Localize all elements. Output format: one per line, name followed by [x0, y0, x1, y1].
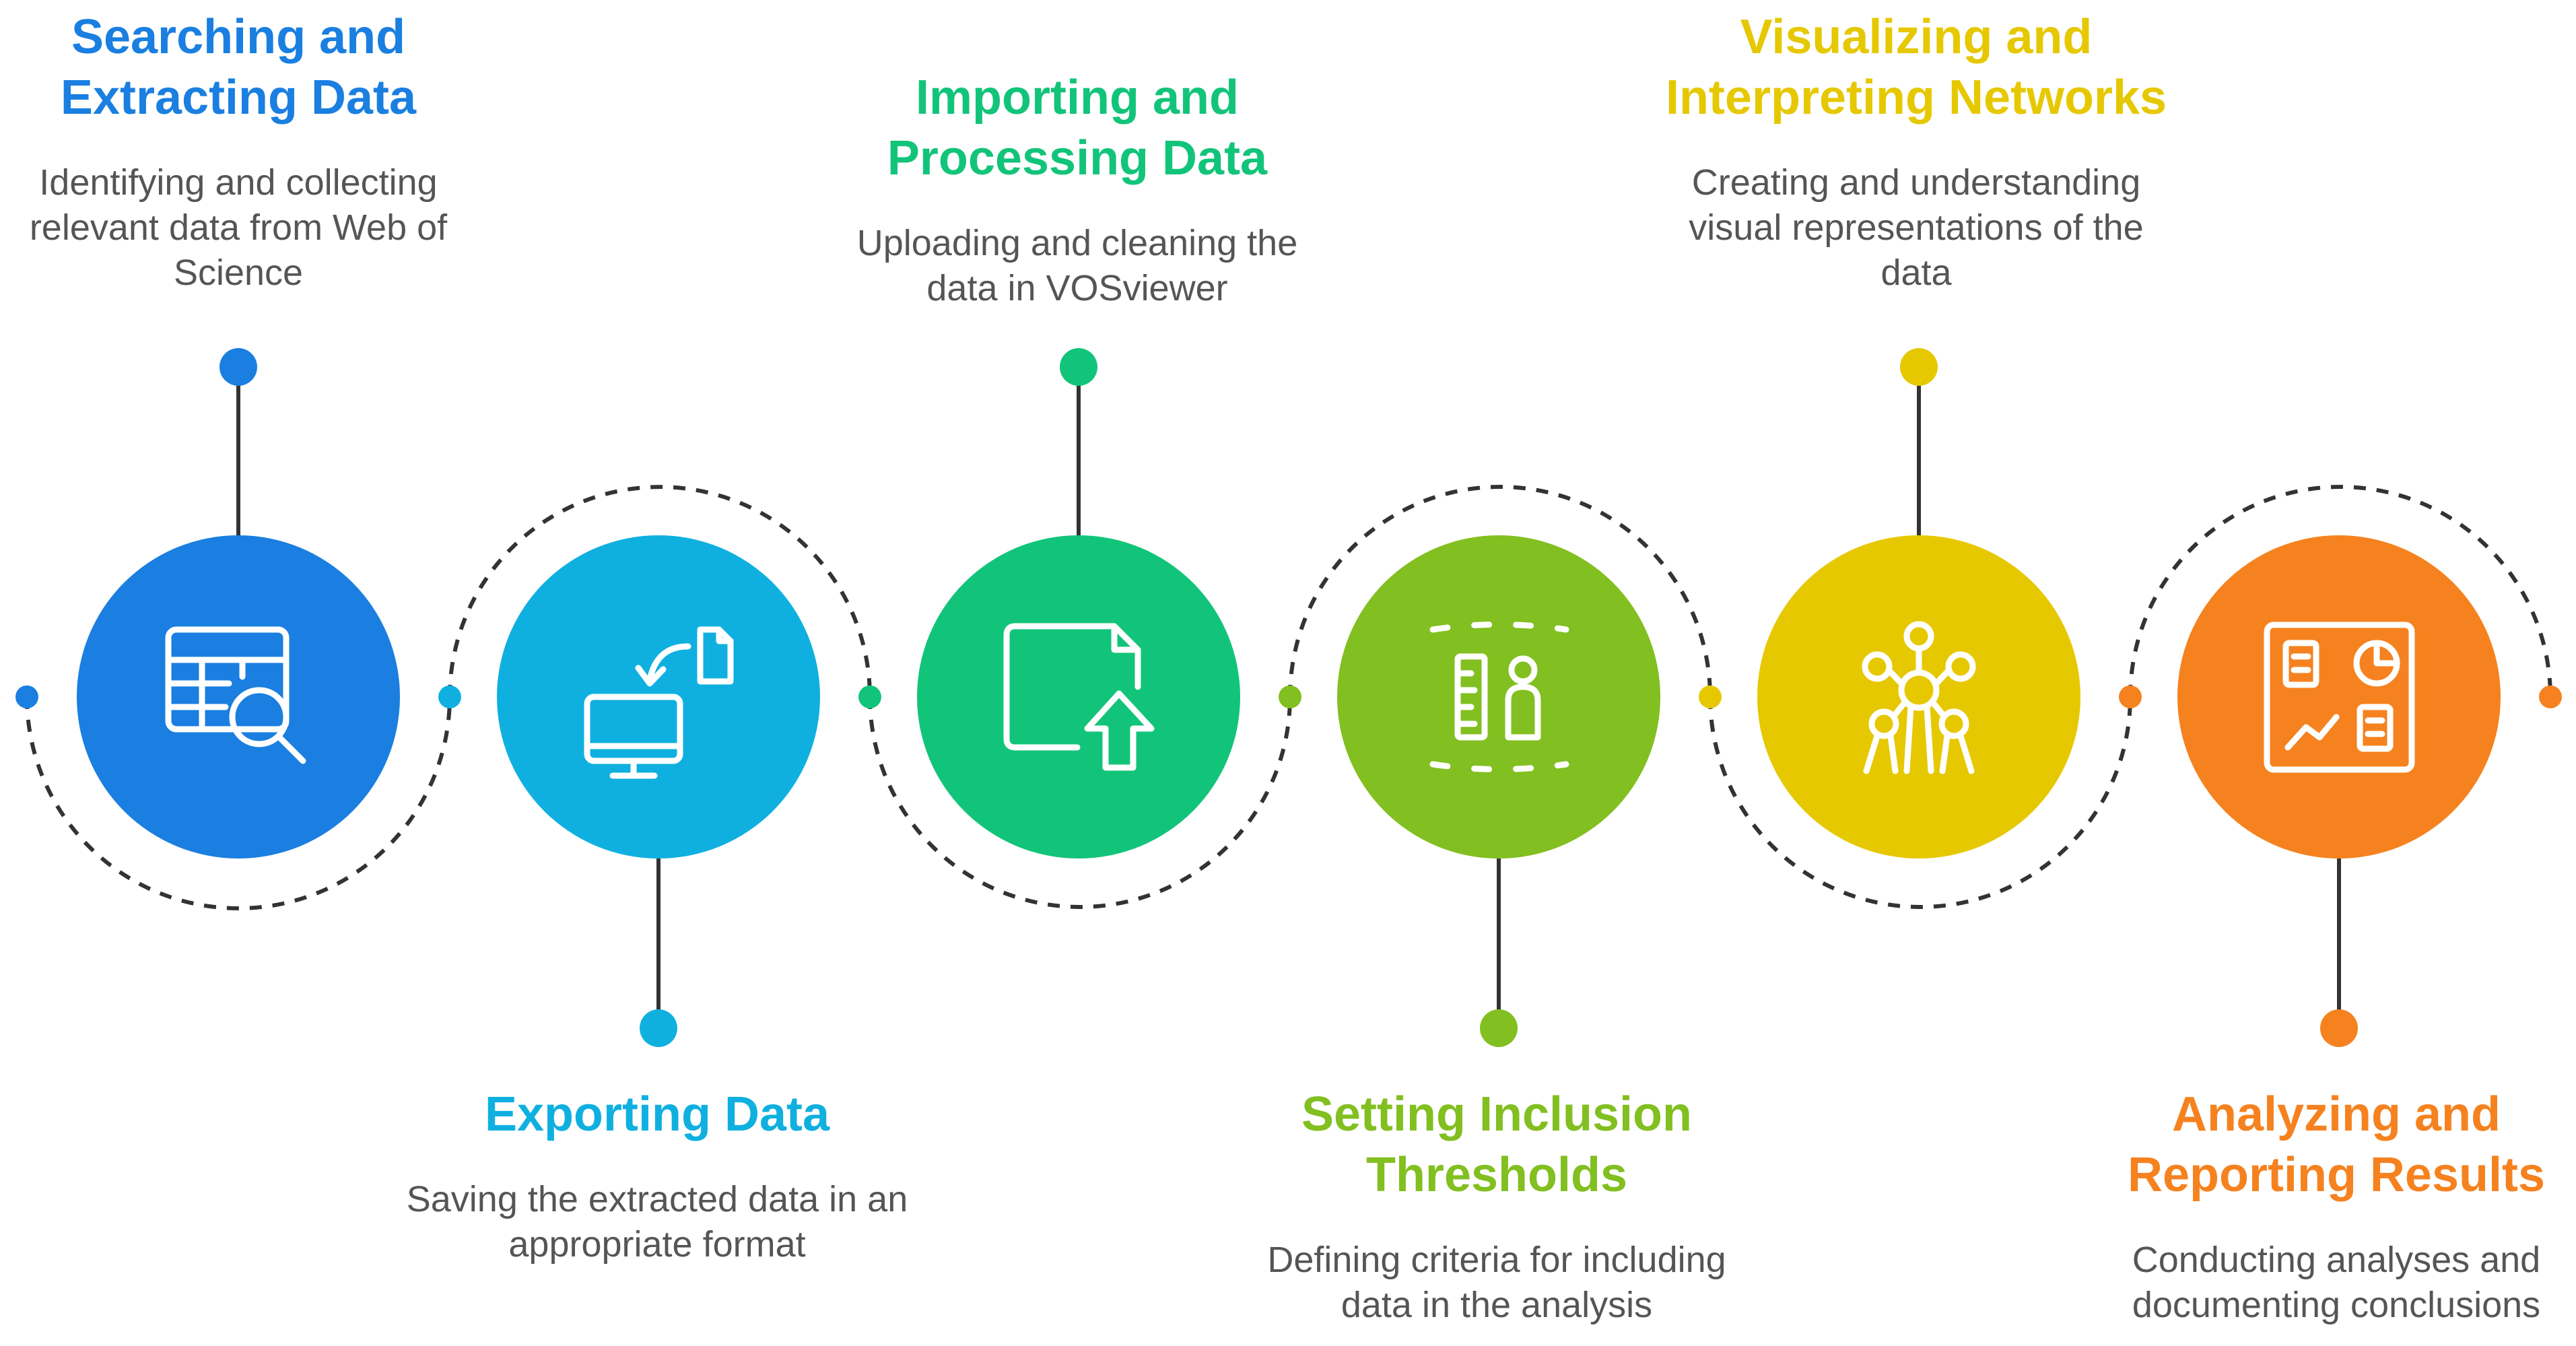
wave-arc-3 — [868, 696, 1292, 909]
stem-dot-6 — [2320, 1009, 2358, 1047]
stem-dot-1 — [219, 348, 257, 386]
wave-arc-2 — [448, 485, 872, 698]
wave-arc-1 — [25, 696, 452, 910]
step-circle-4 — [1337, 535, 1660, 859]
step-5-text: Visualizing and Interpreting Networks Cr… — [1660, 7, 2172, 296]
step-2-text: Exporting Data Saving the extracted data… — [401, 1084, 913, 1267]
table-search-icon — [165, 626, 306, 764]
step-1-text: Searching and Extracting Data Identifyin… — [0, 7, 494, 296]
wave-arc-5 — [1708, 696, 2132, 909]
step-3-text: Importing and Processing Data Uploading … — [821, 67, 1333, 311]
junction-dot-4 — [1699, 685, 1722, 708]
step-circle-3 — [917, 535, 1240, 859]
step-5-title: Visualizing and Interpreting Networks — [1665, 10, 2167, 125]
step-6-description: Conducting analyses and documenting conc… — [2132, 1240, 2541, 1325]
step-3-title: Importing and Processing Data — [887, 71, 1268, 185]
junction-dot-0 — [15, 685, 38, 708]
stem-dot-2 — [640, 1009, 677, 1047]
stem-dot-5 — [1900, 348, 1938, 386]
junction-dot-6 — [2539, 685, 2562, 708]
wave-arc-6 — [2128, 485, 2552, 698]
step-2-description: Saving the extracted data in an appropri… — [406, 1179, 908, 1265]
junction-dot-5 — [2119, 685, 2142, 708]
junction-dot-3 — [1279, 685, 1301, 708]
step-3-description: Uploading and cleaning the data in VOSvi… — [856, 223, 1298, 308]
stem-dot-3 — [1060, 348, 1097, 386]
wave-junction-dots — [15, 685, 2562, 708]
dashed-wave-connector — [25, 485, 2552, 910]
stems — [236, 367, 2341, 1027]
stem-dot-4 — [1480, 1009, 1518, 1047]
step-6-text: Analyzing and Reporting Results Conducti… — [2080, 1084, 2576, 1328]
step-circle-6 — [2177, 535, 2501, 859]
stem-end-dots — [219, 348, 2358, 1047]
wave-arc-4 — [1288, 485, 1712, 698]
step-4-description: Defining criteria for including data in … — [1267, 1240, 1726, 1325]
step-5-description: Creating and understanding visual repres… — [1689, 162, 2144, 293]
monitor-export-icon — [584, 626, 734, 779]
step-4-title: Setting Inclusion Thresholds — [1301, 1087, 1692, 1202]
step-1-description: Identifying and collecting relevant data… — [29, 162, 448, 293]
dashboard-report-icon — [2264, 621, 2415, 773]
step-circle-5 — [1757, 535, 2080, 859]
file-upload-icon — [1003, 623, 1155, 771]
step-4-text: Setting Inclusion Thresholds Defining cr… — [1241, 1084, 1753, 1328]
step-1-title: Searching and Extracting Data — [60, 10, 417, 125]
junction-dot-2 — [858, 685, 881, 708]
network-structure-icon — [1862, 621, 1976, 774]
step-6-title: Analyzing and Reporting Results — [2127, 1087, 2546, 1202]
ruler-person-icon — [1429, 621, 1569, 772]
junction-dot-1 — [438, 685, 461, 708]
step-2-title: Exporting Data — [484, 1087, 830, 1141]
